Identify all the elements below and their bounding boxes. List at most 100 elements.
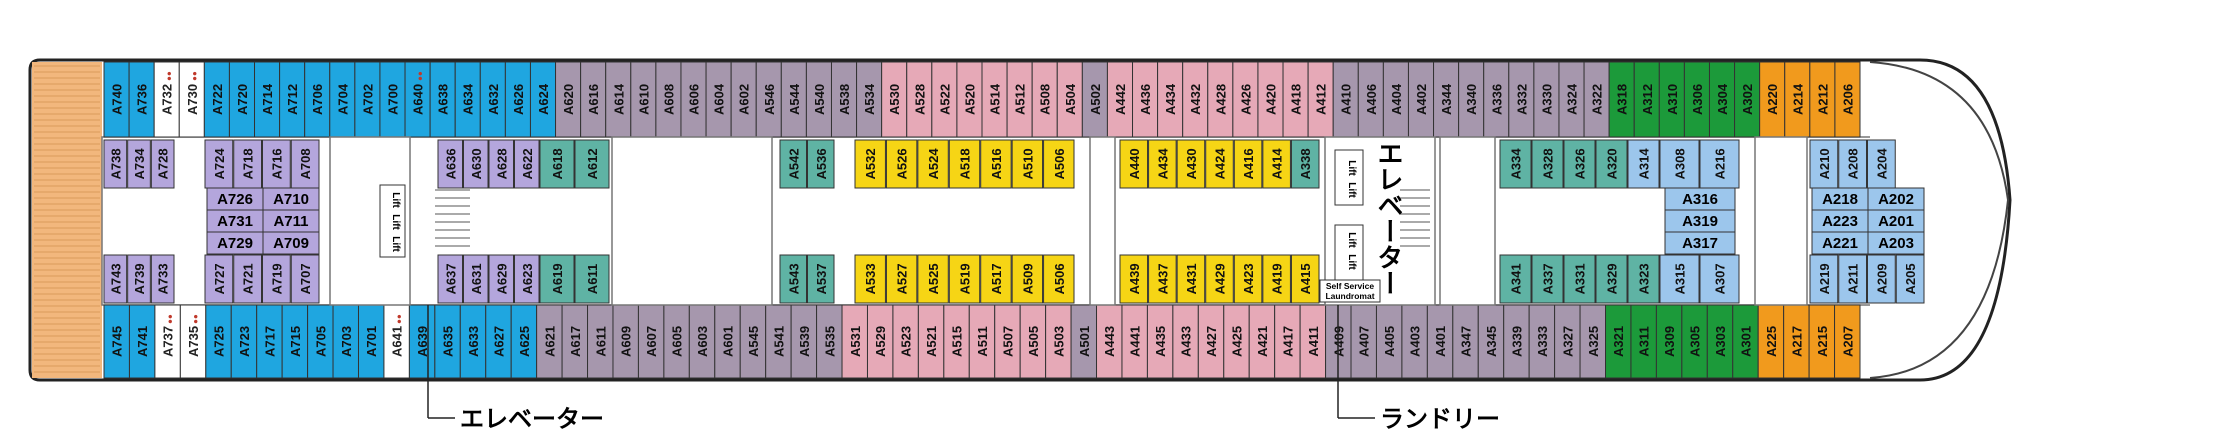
cabin[interactable]: A403 [1401, 304, 1428, 379]
cabin[interactable]: A700 [379, 61, 406, 138]
cabin[interactable]: A307 [1699, 254, 1740, 304]
cabin[interactable]: A611 [574, 254, 610, 304]
cabin[interactable]: A538 [830, 61, 858, 138]
cabin[interactable]: A638 [429, 61, 456, 138]
cabin[interactable]: A509 [1011, 254, 1044, 304]
cabin[interactable]: A729 [206, 231, 264, 255]
cabin[interactable]: A221 [1811, 231, 1869, 255]
cabin[interactable]: A601 [714, 304, 741, 379]
cabin[interactable]: A519 [948, 254, 981, 304]
cabin[interactable]: A442 [1106, 61, 1134, 138]
cabin[interactable]: A202 [1867, 187, 1925, 211]
cabin[interactable]: A429 [1205, 254, 1234, 304]
cabin[interactable]: A329 [1595, 254, 1628, 304]
cabin[interactable]: A406 [1357, 61, 1384, 138]
cabin[interactable]: A333 [1528, 304, 1556, 379]
cabin[interactable]: A544 [780, 61, 807, 138]
cabin[interactable]: A336 [1483, 61, 1510, 138]
cabin[interactable]: A515 [943, 304, 970, 379]
cabin[interactable]: A706 [304, 61, 331, 138]
cabin[interactable]: A740 [103, 61, 130, 138]
cabin[interactable]: A214 [1784, 61, 1811, 138]
cabin[interactable]: A416 [1233, 139, 1263, 189]
cabin[interactable]: A636 [437, 139, 463, 189]
cabin[interactable]: A305 [1681, 304, 1708, 379]
cabin[interactable]: A503 [1045, 304, 1072, 379]
cabin[interactable]: A704 [329, 61, 356, 138]
cabin[interactable]: A419 [1262, 254, 1291, 304]
cabin[interactable]: A443 [1096, 304, 1123, 379]
cabin[interactable]: A614 [605, 61, 632, 138]
cabin[interactable]: A535 [816, 304, 843, 379]
cabin[interactable]: A322 [1583, 61, 1610, 138]
cabin[interactable]: A319 [1664, 209, 1736, 233]
cabin[interactable]: A531 [841, 304, 868, 379]
cabin[interactable]: A508 [1031, 61, 1058, 138]
cabin[interactable]: A208 [1838, 139, 1867, 189]
cabin[interactable]: A420 [1257, 61, 1284, 138]
cabin[interactable]: A633 [459, 304, 487, 379]
cabin[interactable]: A204 [1867, 139, 1896, 189]
cabin[interactable]: A639 [408, 304, 436, 379]
cabin[interactable]: A630 [463, 139, 489, 189]
cabin[interactable]: A212 [1809, 61, 1836, 138]
cabin[interactable]: A334 [1499, 139, 1532, 189]
cabin[interactable]: A309 [1655, 304, 1683, 379]
cabin[interactable]: A434 [1148, 139, 1177, 189]
cabin[interactable]: A710 [262, 187, 320, 211]
cabin[interactable]: A728 [150, 139, 175, 189]
cabin[interactable]: A314 [1627, 139, 1660, 189]
cabin[interactable]: A735●● [179, 304, 207, 379]
cabin[interactable]: A534 [856, 61, 883, 138]
cabin[interactable]: A219 [1809, 254, 1839, 304]
cabin[interactable]: A421 [1248, 304, 1276, 379]
cabin[interactable]: A719 [262, 254, 291, 304]
cabin[interactable]: A317 [1664, 231, 1736, 255]
cabin[interactable]: A543 [779, 254, 807, 304]
cabin[interactable]: A745 [103, 304, 130, 379]
cabin[interactable]: A345 [1477, 304, 1505, 379]
cabin[interactable]: A434 [1157, 61, 1184, 138]
cabin[interactable]: A210 [1809, 139, 1839, 189]
cabin[interactable]: A308 [1659, 139, 1700, 189]
cabin[interactable]: A506 [1043, 254, 1075, 304]
cabin[interactable]: A320 [1595, 139, 1628, 189]
cabin[interactable]: A310 [1658, 61, 1685, 138]
cabin[interactable]: A635 [434, 304, 461, 379]
cabin[interactable]: A641●● [383, 304, 410, 379]
cabin[interactable]: A732●● [153, 61, 180, 138]
cabin[interactable]: A608 [655, 61, 682, 138]
cabin[interactable]: A707 [290, 254, 320, 304]
cabin[interactable]: A525 [917, 254, 949, 304]
cabin[interactable]: A724 [204, 139, 234, 189]
cabin[interactable]: A730●● [178, 61, 205, 138]
cabin[interactable]: A436 [1132, 61, 1159, 138]
cabin[interactable]: A501 [1070, 304, 1098, 379]
cabin[interactable]: A624 [529, 61, 557, 138]
cabin[interactable]: A502 [1081, 61, 1108, 138]
cabin[interactable]: A723 [230, 304, 258, 379]
cabin[interactable]: A304 [1708, 61, 1736, 138]
cabin[interactable]: A526 [885, 139, 918, 189]
cabin[interactable]: A612 [574, 139, 610, 189]
cabin[interactable]: A709 [262, 231, 320, 255]
cabin[interactable]: A203 [1867, 231, 1925, 255]
cabin[interactable]: A743 [103, 254, 128, 304]
cabin[interactable]: A606 [680, 61, 707, 138]
cabin[interactable]: A437 [1148, 254, 1177, 304]
cabin[interactable]: A506 [1043, 139, 1075, 189]
cabin[interactable]: A507 [994, 304, 1021, 379]
cabin[interactable]: A414 [1262, 139, 1291, 189]
cabin[interactable]: A541 [765, 304, 792, 379]
cabin[interactable]: A605 [663, 304, 690, 379]
cabin[interactable]: A611 [587, 304, 614, 379]
cabin[interactable]: A206 [1834, 61, 1861, 138]
cabin[interactable]: A739 [127, 254, 151, 304]
cabin[interactable]: A441 [1121, 304, 1148, 379]
cabin[interactable]: A725 [205, 304, 232, 379]
cabin[interactable]: A637 [437, 254, 463, 304]
cabin[interactable]: A603 [688, 304, 716, 379]
cabin[interactable]: A520 [956, 61, 983, 138]
cabin[interactable]: A432 [1182, 61, 1209, 138]
cabin[interactable]: A533 [854, 254, 886, 304]
